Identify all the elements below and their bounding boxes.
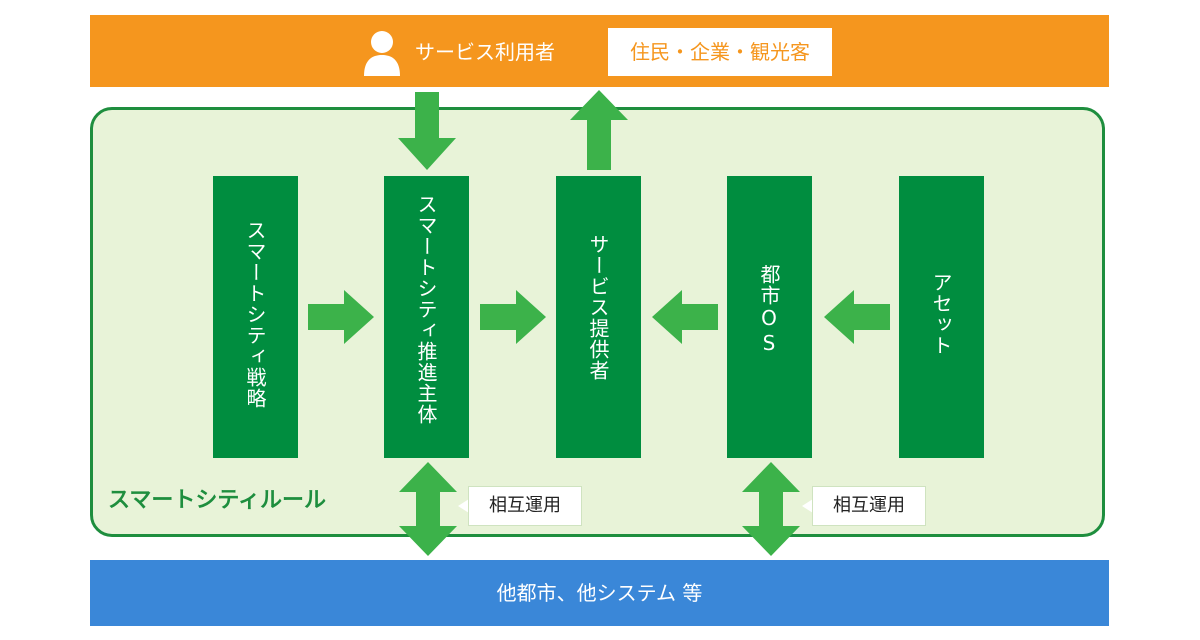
arrow-up-provider-to-users [570, 90, 628, 170]
interop-callout-promoter: 相互運用 [458, 486, 584, 526]
service-users-examples: 住民・企業・観光客 [630, 40, 810, 64]
arrow-updown-os-interop [742, 462, 800, 556]
interop-callout-os: 相互運用 [802, 486, 928, 526]
service-users-bar [90, 15, 1109, 87]
arrow-left-os-to-provider [652, 290, 718, 344]
block-asset: アセット [899, 176, 984, 458]
service-users-label: サービス利用者 [415, 40, 555, 64]
user-icon [364, 31, 400, 76]
arrow-down-users-to-promoter [398, 92, 456, 170]
block-city-os: 都市OS [727, 176, 812, 458]
other-cities-systems-label: 他都市、他システム 等 [496, 581, 703, 605]
arrow-right-strategy-to-promoter [308, 290, 374, 344]
block-label: 都市OS [757, 264, 781, 356]
arrow-left-asset-to-os [824, 290, 890, 344]
block-label: サービス提供者 [586, 234, 610, 381]
interop-label: 相互運用 [468, 486, 582, 526]
block-label: スマートシティ推進主体 [414, 194, 438, 425]
callout-tail [458, 499, 469, 513]
service-users-examples-box: 住民・企業・観光客 [608, 28, 832, 76]
block-label: アセット [929, 272, 953, 356]
block-label: スマートシティ戦略 [243, 220, 267, 409]
arrow-right-promoter-to-provider [480, 290, 546, 344]
other-cities-systems-bar: 他都市、他システム 等 [90, 560, 1109, 626]
block-service-provider: サービス提供者 [556, 176, 641, 458]
callout-tail [802, 499, 813, 513]
block-smart-city-promoter: スマートシティ推進主体 [384, 176, 469, 458]
smart-city-rules-label: スマートシティルール [108, 488, 327, 513]
interop-label: 相互運用 [812, 486, 926, 526]
arrow-updown-promoter-interop [399, 462, 457, 556]
block-smart-city-strategy: スマートシティ戦略 [213, 176, 298, 458]
